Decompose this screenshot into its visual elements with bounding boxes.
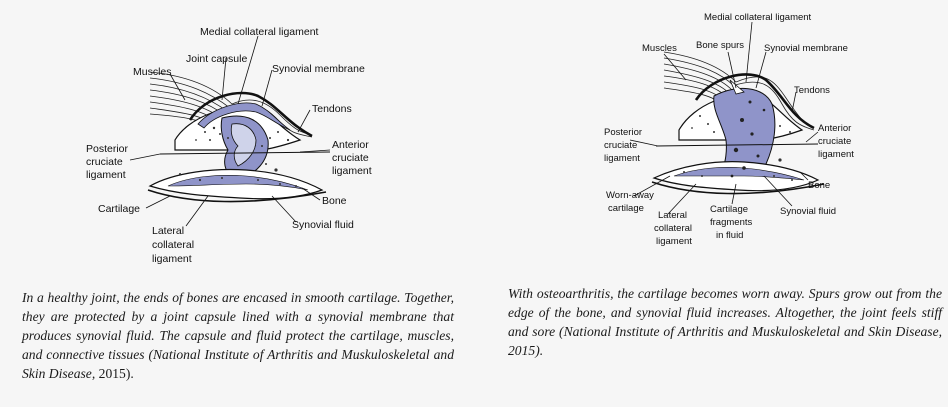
label-anterior-cruciate-ligament-3: ligament: [818, 149, 854, 160]
caption-source: National Institute of Arthritis and Musk…: [508, 324, 942, 358]
osteoarthritis-joint-diagram: Medial collateral ligament Muscles Bone …: [474, 0, 948, 285]
label-cartilage-fragments-3: in fluid: [716, 230, 743, 241]
healthy-joint-caption: In a healthy joint, the ends of bones ar…: [22, 288, 454, 383]
label-anterior-cruciate-ligament-1: Anterior: [332, 139, 369, 151]
label-posterior-cruciate-ligament-2: cruciate: [604, 140, 637, 151]
label-anterior-cruciate-ligament-1: Anterior: [818, 123, 851, 134]
label-tendons: Tendons: [312, 103, 352, 115]
label-synovial-membrane: Synovial membrane: [764, 43, 848, 54]
label-worn-away-cartilage-2: cartilage: [608, 203, 644, 214]
label-lateral-collateral-ligament-1: Lateral: [152, 225, 184, 237]
label-posterior-cruciate-ligament-1: Posterior: [86, 143, 129, 155]
label-muscles: Muscles: [133, 66, 172, 78]
caption-closing: ).: [535, 343, 543, 358]
label-lateral-collateral-ligament-1: Lateral: [658, 210, 687, 221]
label-synovial-membrane: Synovial membrane: [272, 63, 365, 75]
label-anterior-cruciate-ligament-2: cruciate: [818, 136, 851, 147]
label-cartilage: Cartilage: [98, 203, 140, 215]
label-posterior-cruciate-ligament-2: cruciate: [86, 156, 123, 168]
label-bone-spurs: Bone spurs: [696, 40, 744, 51]
label-posterior-cruciate-ligament-3: ligament: [86, 169, 126, 181]
label-posterior-cruciate-ligament-1: Posterior: [604, 127, 642, 138]
label-posterior-cruciate-ligament-3: ligament: [604, 153, 640, 164]
label-muscles: Muscles: [642, 43, 677, 54]
label-anterior-cruciate-ligament-3: ligament: [332, 165, 372, 177]
label-medial-collateral-ligament: Medial collateral ligament: [200, 26, 319, 38]
label-cartilage-fragments-1: Cartilage: [710, 204, 748, 215]
label-medial-collateral-ligament: Medial collateral ligament: [704, 12, 812, 23]
label-cartilage-fragments-2: fragments: [710, 217, 752, 228]
label-worn-away-cartilage-1: Worn-away: [606, 190, 654, 201]
label-bone: Bone: [808, 180, 830, 191]
osteoarthritis-joint-panel: Medial collateral ligament Muscles Bone …: [474, 0, 948, 407]
label-bone: Bone: [322, 195, 347, 207]
label-joint-capsule: Joint capsule: [186, 53, 247, 65]
label-anterior-cruciate-ligament-2: cruciate: [332, 152, 369, 164]
healthy-joint-panel: ​: [0, 0, 474, 407]
label-lateral-collateral-ligament-2: collateral: [654, 223, 692, 234]
label-synovial-fluid: Synovial fluid: [780, 206, 836, 217]
caption-year: 2015).: [95, 366, 134, 381]
osteoarthritis-caption: With osteoarthritis, the cartilage becom…: [508, 284, 942, 360]
label-tendons: Tendons: [794, 85, 830, 96]
label-lateral-collateral-ligament-3: ligament: [656, 236, 692, 247]
healthy-joint-diagram: Medial collateral ligament Joint capsule…: [0, 0, 474, 285]
label-lateral-collateral-ligament-3: ligament: [152, 253, 192, 265]
label-synovial-fluid: Synovial fluid: [292, 219, 354, 231]
label-lateral-collateral-ligament-2: collateral: [152, 239, 194, 251]
